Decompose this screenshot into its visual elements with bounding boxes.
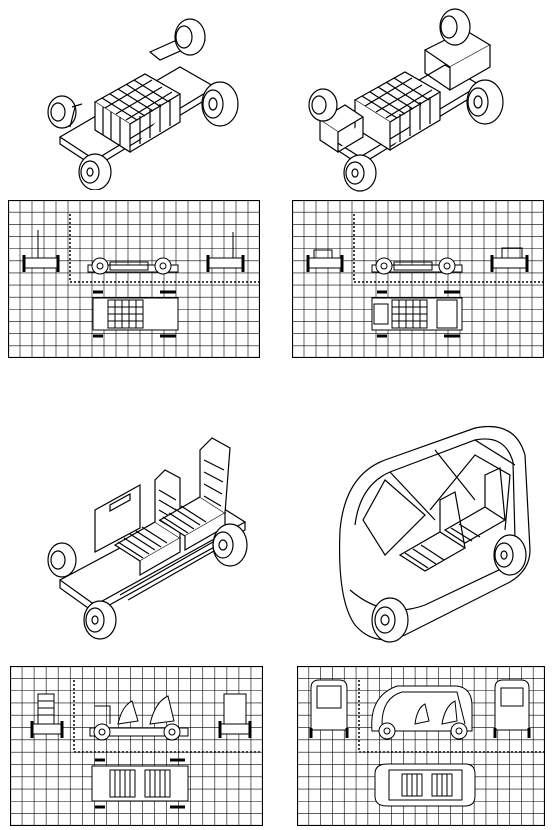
grid-drawing	[292, 200, 544, 358]
front-wheel-right	[83, 600, 117, 640]
rear-view	[490, 247, 529, 272]
front-view	[309, 679, 349, 738]
chassis-batteries-seat-base-drawing	[308, 8, 504, 192]
rear-view	[206, 232, 245, 272]
rear-wheel-left	[174, 18, 206, 56]
grid-border	[10, 666, 263, 826]
front-wheel-left	[47, 542, 77, 578]
complete-vehicle-drawing	[339, 425, 531, 643]
side-view	[89, 695, 189, 741]
chassis-with-seats-drawing	[47, 437, 248, 640]
rear-seat	[158, 437, 231, 552]
front-view	[22, 230, 60, 272]
grid-drawing	[8, 200, 260, 358]
front-wheel	[371, 597, 409, 643]
front-wheel-left	[47, 95, 77, 129]
rear-wheel-right	[466, 79, 504, 125]
chassis-with-seats-orthographic-grid	[10, 666, 263, 826]
grid-border	[297, 666, 545, 826]
front-seat	[113, 469, 182, 577]
chassis-with-seats-isometric	[40, 430, 260, 660]
rear-wheel	[493, 534, 527, 576]
top-view	[91, 758, 189, 809]
front-wheel-left	[308, 88, 338, 122]
top-view	[374, 763, 476, 807]
front-wheel-right	[343, 154, 377, 192]
grid-drawing	[10, 666, 263, 826]
front-view	[30, 693, 64, 738]
front-view	[306, 249, 344, 272]
side-view	[87, 257, 179, 275]
side-view	[371, 257, 463, 275]
chassis-batteries-orthographic-grid	[8, 200, 260, 358]
side-view	[371, 685, 473, 740]
battery-pack	[353, 71, 442, 152]
rear-view	[218, 693, 252, 738]
grid-border	[8, 200, 260, 358]
chassis-batteries-seat-base-orthographic-grid	[292, 200, 544, 358]
top-view	[371, 290, 463, 338]
front-wheel-right	[78, 153, 112, 190]
complete-vehicle-orthographic-grid	[297, 666, 545, 826]
chassis-batteries-seat-base-isometric	[305, 5, 505, 195]
rear-wheel-right	[212, 523, 248, 567]
complete-vehicle-isometric	[325, 420, 535, 660]
chassis-batteries-isometric	[40, 12, 250, 190]
battery-pack	[93, 73, 182, 154]
rear-motor-block	[423, 29, 492, 92]
rear-view	[493, 679, 531, 738]
grid-border	[292, 200, 544, 358]
top-view	[92, 290, 179, 338]
rear-wheel-left	[439, 8, 471, 46]
grid-drawing	[297, 666, 545, 826]
chassis-batteries-drawing	[47, 18, 239, 190]
interior-seats	[398, 467, 507, 572]
rear-wheel-right	[201, 81, 239, 127]
rear-panel	[94, 483, 141, 553]
